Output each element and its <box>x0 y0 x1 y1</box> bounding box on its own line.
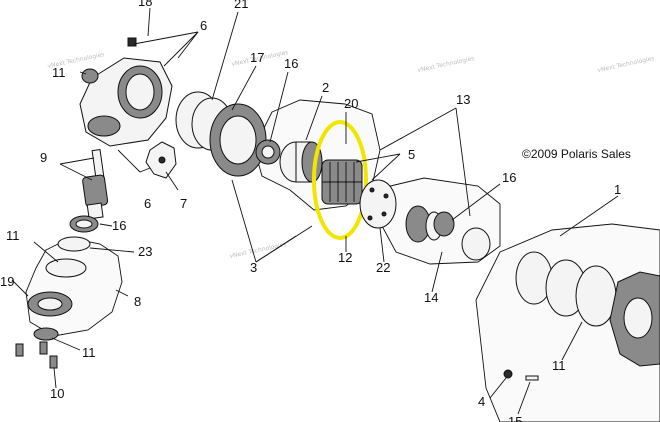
gearcase-housing <box>79 37 173 147</box>
bolt-10b <box>39 341 48 355</box>
callout-17: 17 <box>250 50 264 65</box>
highlight-ellipse <box>312 120 368 240</box>
callouts: 18 6 21 11 17 16 2 20 13 ©2009 Polaris S… <box>0 0 631 422</box>
callout-10: 10 <box>50 386 64 401</box>
end-cover-1 <box>609 271 660 367</box>
watermark: vNext Technologies <box>417 55 475 74</box>
callout-16a: 16 <box>284 56 298 71</box>
callout-16c: 16 <box>502 170 516 185</box>
bolt-10a <box>15 343 24 357</box>
fastener-4 <box>503 369 513 379</box>
leader-lines <box>11 7 619 415</box>
callout-12: 12 <box>338 250 352 265</box>
pinion-shaft-9 <box>82 149 109 220</box>
copyright-text: ©2009 Polaris Sales <box>522 147 631 161</box>
bracket-7-hole <box>158 156 166 164</box>
oring-11-right <box>575 265 617 327</box>
callout-6a: 6 <box>200 18 207 33</box>
watermark: vNext Technologies <box>229 241 287 260</box>
callout-15: 15 <box>508 414 522 422</box>
callout-6b: 6 <box>144 196 151 211</box>
callout-8: 8 <box>134 294 141 309</box>
callout-23: 23 <box>138 244 152 259</box>
seal-11-lower <box>33 327 59 341</box>
watermark: vNext Technologies <box>597 55 655 74</box>
oring-11-left <box>45 258 87 278</box>
callout-19: 19 <box>0 274 14 289</box>
seal-16-left-inner <box>75 219 93 229</box>
oring-23 <box>57 236 91 252</box>
callout-3: 3 <box>250 260 257 275</box>
callout-14: 14 <box>424 290 438 305</box>
ring-gear-21 <box>175 91 267 177</box>
callout-20: 20 <box>344 96 358 111</box>
callout-18: 18 <box>138 0 152 9</box>
seal-14 <box>461 227 491 261</box>
callout-11a: 11 <box>52 65 66 80</box>
bearing-19-inner <box>37 297 63 311</box>
callout-16b: 16 <box>112 218 126 233</box>
bearing-16-right <box>433 211 455 237</box>
callout-4: 4 <box>478 394 485 409</box>
callout-22: 22 <box>376 260 390 275</box>
callout-9: 9 <box>40 150 47 165</box>
callout-5: 5 <box>408 147 415 162</box>
callout-1: 1 <box>614 182 621 197</box>
hub-2 <box>279 141 323 183</box>
callout-13: 13 <box>456 92 470 107</box>
callout-21: 21 <box>234 0 248 11</box>
callout-2: 2 <box>322 80 329 95</box>
group-8-outline <box>25 237 123 337</box>
callout-7: 7 <box>180 196 187 211</box>
pin-15 <box>525 375 539 381</box>
cover-plate-22 <box>359 179 397 229</box>
callout-11b: 11 <box>6 228 20 243</box>
bearing-16-upper-inner <box>261 145 275 159</box>
callout-11d: 11 <box>552 358 566 373</box>
roll-cage-12 <box>321 159 363 205</box>
bolt-10c <box>49 355 58 369</box>
callout-11c: 11 <box>82 345 96 360</box>
